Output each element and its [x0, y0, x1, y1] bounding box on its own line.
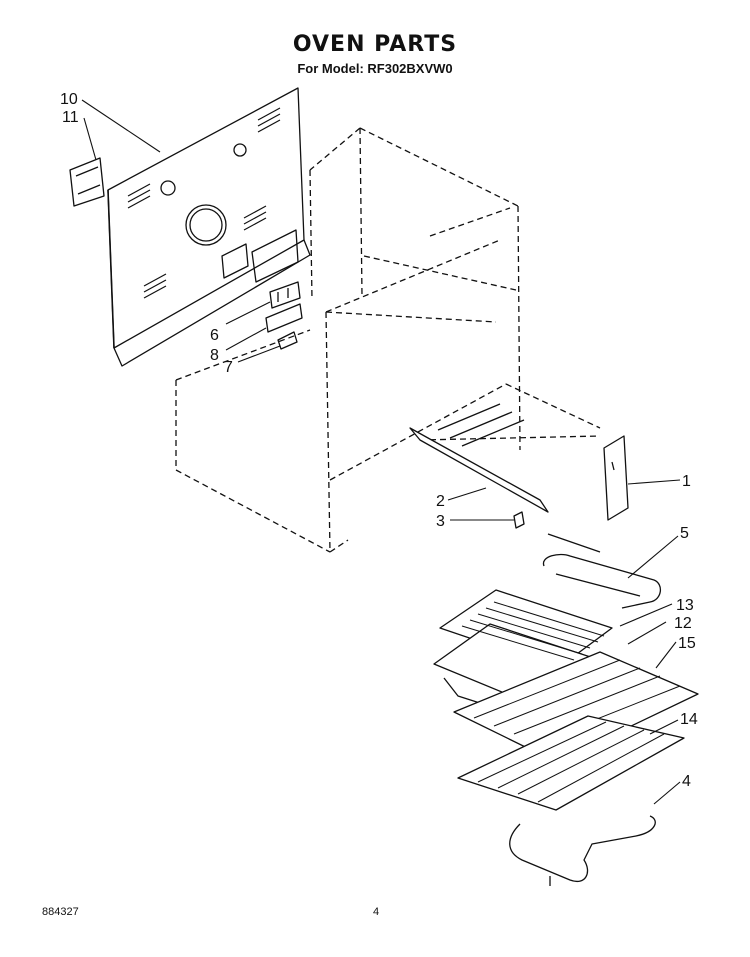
callout-10: 10: [60, 91, 78, 108]
broil-element: [542, 533, 661, 609]
bake-element: [509, 815, 656, 886]
callout-11: 11: [62, 109, 79, 126]
page-number: 4: [373, 906, 380, 918]
terminal-block: [265, 281, 303, 350]
callout-5: 5: [680, 525, 689, 542]
screw-part-3: [513, 511, 525, 529]
callout-8: 8: [210, 347, 219, 364]
document-number: 884327: [42, 906, 79, 918]
callout-12: 12: [674, 615, 692, 632]
side-trim-part-1: [603, 435, 629, 521]
oven-cavity-floor: [409, 403, 549, 513]
callout-6: 6: [210, 327, 219, 344]
callout-14: 14: [680, 711, 698, 728]
callout-3: 3: [436, 513, 445, 530]
oven-rack-14: [457, 715, 685, 811]
callout-13: 13: [676, 597, 694, 614]
callout-7: 7: [224, 359, 233, 376]
callout-2: 2: [436, 493, 445, 510]
page-title: OVEN PARTS: [292, 32, 458, 57]
callout-4: 4: [682, 773, 691, 790]
callout-labels: 10 11 6 8 7 2 3 1 5 13 12 15 14 4: [60, 91, 698, 790]
callout-1: 1: [682, 473, 691, 490]
callout-15: 15: [678, 635, 696, 652]
model-subtitle: For Model: RF302BXVW0: [297, 61, 453, 76]
bracket-part-11: [69, 157, 105, 207]
rear-panel: [107, 87, 311, 367]
leader-lines: [81, 99, 681, 805]
